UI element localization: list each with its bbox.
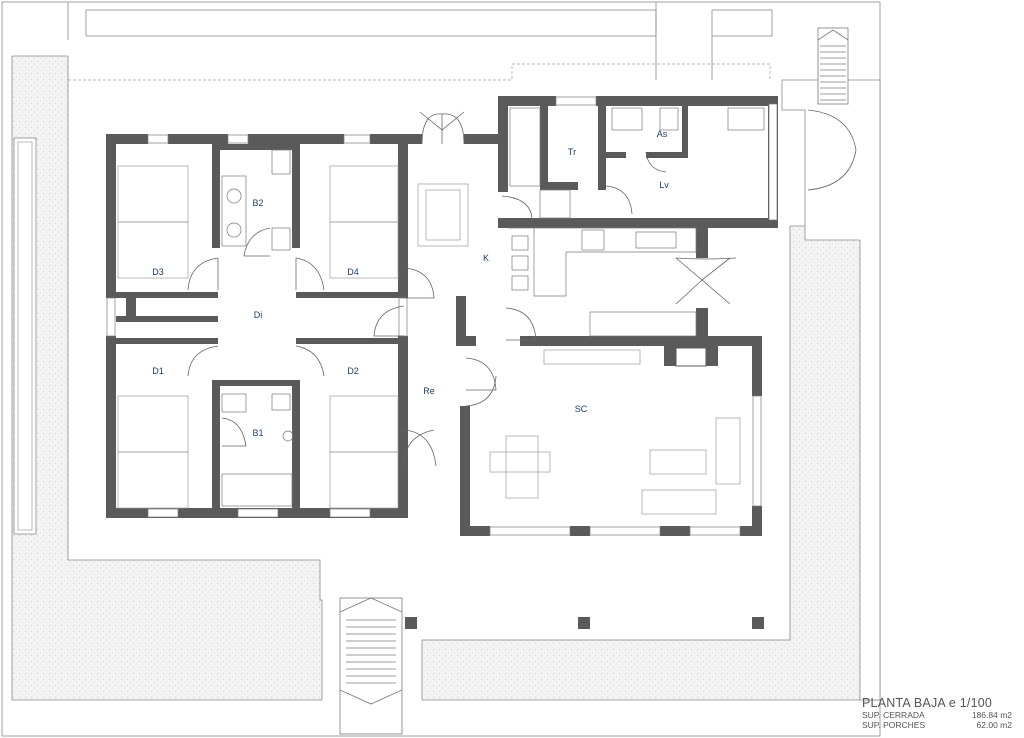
plan-title: PLANTA BAJA e 1/100 — [862, 696, 993, 710]
porch-area-row: SUP. PORCHES 62.00 m2 — [862, 720, 1022, 730]
room-label-re: Re — [423, 386, 435, 396]
room-label-lv: Lv — [659, 180, 669, 190]
furniture — [117, 107, 765, 515]
entry-stairs — [339, 27, 849, 735]
porch-area-value: 62.00 m2 — [976, 720, 1012, 730]
porch-area-label: SUP. PORCHES — [862, 720, 926, 730]
room-label-d2: D2 — [347, 366, 359, 376]
garden-area — [11, 55, 881, 701]
room-label-tr: Tr — [568, 147, 576, 157]
room-label-d1: D1 — [152, 366, 164, 376]
room-label-b2: B2 — [252, 198, 263, 208]
room-label-di: Di — [254, 310, 263, 320]
room-label-as: As — [657, 129, 668, 139]
closed-area-value: 186.84 m2 — [971, 710, 1012, 720]
closed-area-label: SUP. CERRADA — [862, 710, 925, 720]
room-label-k: K — [483, 253, 489, 263]
windows — [106, 96, 778, 536]
room-label-d4: D4 — [347, 267, 359, 277]
room-label-d3: D3 — [152, 267, 164, 277]
room-label-b1: B1 — [252, 428, 263, 438]
closed-area-row: SUP. CERRADA 186.84 m2 — [862, 710, 1022, 720]
fireplace — [675, 347, 707, 367]
title-block: PLANTA BAJA e 1/100 SUP. CERRADA 186.84 … — [862, 696, 1022, 730]
interior-floor — [108, 98, 778, 536]
room-label-sc: SC — [575, 404, 588, 414]
room-labels: D3 B2 D4 Di D1 B1 D2 Re K Tr As Lv SC — [152, 129, 669, 438]
porch-pillars — [405, 617, 764, 629]
doors — [187, 109, 857, 467]
walls — [106, 96, 778, 536]
